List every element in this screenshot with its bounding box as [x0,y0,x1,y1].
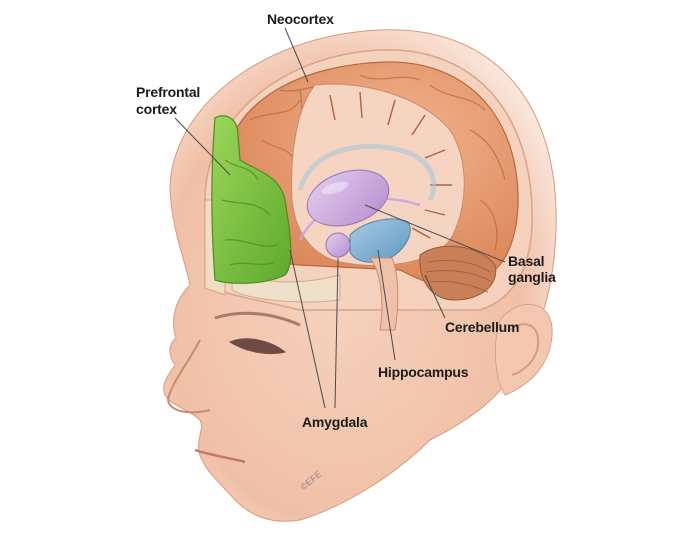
label-amygdala: Amygdala [302,414,368,430]
label-cerebellum: Cerebellum [445,319,520,335]
label-hippocampus: Hippocampus [378,364,469,380]
eye [228,338,287,355]
cut-folds [329,91,452,239]
ear [495,304,553,396]
lips [194,448,246,464]
label-basal-ganglia-line1: Basal [508,253,545,269]
label-neocortex: Neocortex [267,11,334,27]
amygdala [325,232,351,258]
nose [166,339,211,414]
eyebrow [214,311,301,327]
label-prefrontal-cortex-line2: cortex [136,101,177,117]
basal-ganglia [306,169,390,227]
prefrontal-cortex [211,115,292,284]
label-basal-ganglia-line2: ganglia [508,269,556,285]
hippocampus [349,218,411,263]
label-prefrontal-cortex-line1: Prefrontal [136,84,201,100]
cerebellum [419,245,497,301]
leader-lines [174,27,506,409]
brainstem [368,257,399,331]
